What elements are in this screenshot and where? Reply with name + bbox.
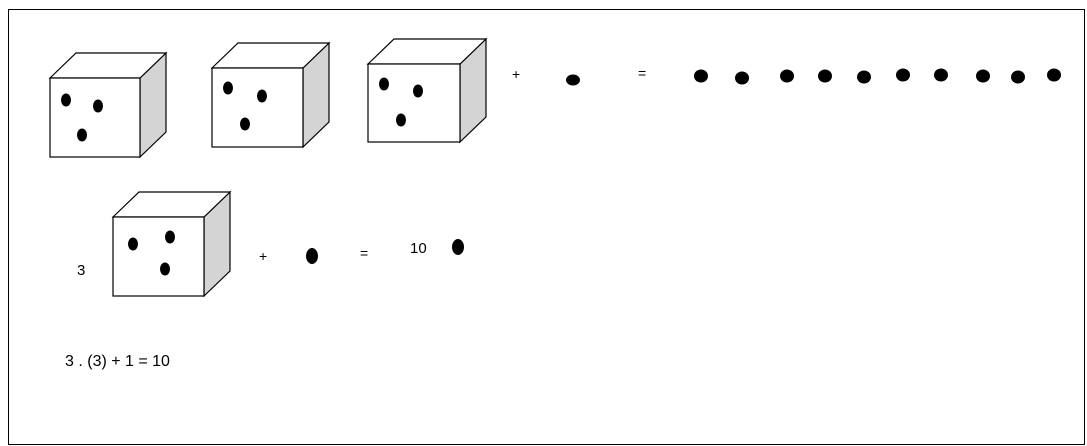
die-cube-2 [210,41,331,149]
result-dots [694,68,1061,85]
result-dot [818,69,832,83]
result-dot [780,69,794,83]
row1-plus-sign: + [512,66,521,82]
die-cube-1 [48,51,168,159]
row1-equals-sign: = [638,65,647,81]
row2-plus-sign: + [259,248,268,264]
die-pip [93,99,103,113]
die-pip [257,89,267,103]
equation-text: 3 . (3) + 1 = 10 [65,353,170,370]
die-pip [77,128,87,142]
die-cube-row2 [111,190,232,298]
die-pip [379,77,389,91]
die-pip [165,230,175,244]
result-dot [934,68,948,82]
result-dot [735,71,749,85]
die-pip [240,117,250,131]
result-dot [694,69,708,83]
die-cube-3 [366,37,488,144]
result-dot [896,68,910,82]
result-dot [1011,70,1025,84]
row2-result: 10 [410,240,427,257]
die-pip [223,81,233,95]
die-pip [413,84,423,98]
row2-coefficient: 3 [77,262,86,279]
die-pip [128,237,138,251]
die-pip [396,113,406,127]
extra-dot [566,74,580,86]
die-pip [61,93,71,107]
row2-equals-sign: = [360,245,369,261]
result-dot [976,69,990,83]
result-dot [857,70,871,84]
row2-result-dot [452,239,464,255]
die-pip [160,262,170,276]
result-dot [1047,68,1061,82]
row2-extra-dot [306,248,318,264]
